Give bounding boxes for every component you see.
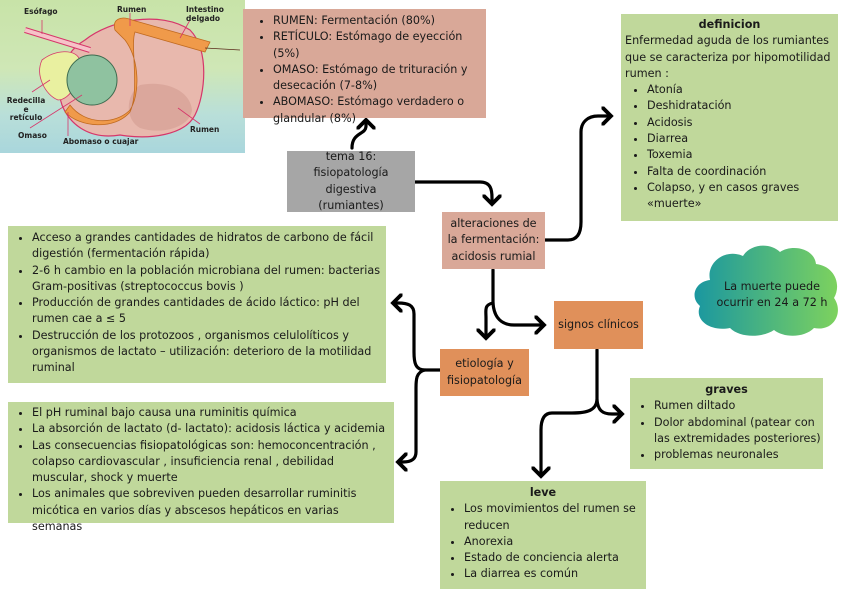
consequence-item: Los animales que sobreviven pueden desar… — [32, 486, 390, 535]
topic-box[interactable]: tema 16: fisiopatología digestiva (rumia… — [287, 149, 415, 212]
label-redecilla: Redecilla e retículo — [6, 96, 46, 122]
definicion-item: Diarrea — [647, 131, 834, 147]
graves-item: problemas neuronales — [654, 447, 821, 463]
definicion-item: Acidosis — [647, 115, 834, 131]
cause-item: Destrucción de los protozoos , organismo… — [32, 328, 382, 377]
leve-title: leve — [529, 486, 557, 499]
graves-box: graves Rumen diltado Dolor abdominal (pa… — [630, 378, 823, 469]
death-cloud: La muerte puede ocurrir en 24 a 72 h — [688, 240, 846, 336]
signos-label: signos clínicos — [558, 317, 639, 331]
stomach-part-item: ABOMASO: Estómago verdadero o glandular … — [273, 94, 478, 127]
label-abomaso: Abomaso o cuajar — [63, 137, 139, 146]
stomach-part-item: RUMEN: Fermentación (80%) — [273, 13, 478, 29]
definicion-item: Toxemia — [647, 147, 834, 163]
consequence-item: El pH ruminal bajo causa una ruminitis q… — [32, 405, 390, 421]
leve-item: Los movimientos del rumen se reducen — [464, 501, 642, 534]
stomach-part-item: OMASO: Estómago de trituración y desecac… — [273, 62, 478, 95]
definicion-title: definicion — [698, 18, 761, 31]
cloud-shape — [694, 245, 838, 336]
arrow-etiologia-to-causes — [393, 303, 442, 372]
definicion-box: definicion Enfermedad aguda de los rumia… — [621, 14, 838, 221]
etiologia-causes-box: Acceso a grandes cantidades de hidratos … — [8, 226, 386, 383]
definicion-item: Falta de coordinación — [647, 164, 834, 180]
arrow-to-leve — [541, 398, 599, 476]
arrow-topic-to-alteraciones — [412, 180, 492, 204]
alteraciones-box[interactable]: alteraciones de la fermentación: acidosi… — [442, 212, 545, 269]
label-rumen-bottom: Rumen — [190, 125, 220, 134]
arrow-to-graves — [595, 398, 622, 414]
etiologia-label: etiología y fisiopatología — [446, 357, 523, 387]
topic-label: tema 16: fisiopatología digestiva (rumia… — [313, 149, 389, 212]
definicion-item: Deshidratación — [647, 98, 834, 114]
signos-box[interactable]: signos clínicos — [554, 301, 643, 349]
stomach-illustration: Esófago Rumen Intestino delgado Redecill… — [0, 0, 245, 153]
definicion-text: Enfermedad aguda de los rumiantes que se… — [625, 34, 831, 80]
alteraciones-label: alteraciones de la fermentación: acidosi… — [447, 217, 540, 263]
arrow-to-signos — [491, 301, 544, 325]
cause-item: 2-6 h cambio en la población microbiana … — [32, 263, 382, 296]
arrow-alteraciones-to-definicion — [543, 116, 611, 242]
stomach-parts-box: RUMEN: Fermentación (80%) RETÍCULO: Estó… — [243, 9, 486, 125]
definicion-item: Atonía — [647, 82, 834, 98]
cause-item: Producción de grandes cantidades de ácid… — [32, 295, 382, 328]
consequence-item: Las consecuencias fisiopatológicas son: … — [32, 438, 390, 487]
consequences-box: El pH ruminal bajo causa una ruminitis q… — [8, 402, 394, 533]
label-rumen-top: Rumen — [117, 5, 147, 14]
label-intestino: Intestino delgado — [186, 5, 224, 23]
consequence-item: La absorción de lactato (d- lactato): ac… — [32, 421, 390, 437]
stomach-part-item: RETÍCULO: Estómago de eyección (5%) — [273, 29, 478, 62]
cause-item: Acceso a grandes cantidades de hidratos … — [32, 230, 382, 263]
cloud-text: La muerte puede ocurrir en 24 a 72 h — [716, 280, 828, 309]
graves-item: Rumen diltado — [654, 398, 821, 414]
label-omaso: Omaso — [18, 131, 47, 140]
graves-item: Dolor abdominal (patear con las extremid… — [654, 415, 821, 448]
leve-box: leve Los movimientos del rumen se reduce… — [440, 481, 646, 589]
etiologia-box[interactable]: etiología y fisiopatología — [440, 349, 529, 396]
leve-item: Estado de conciencia alerta — [464, 550, 642, 566]
graves-title: graves — [705, 383, 748, 396]
definicion-item: Colapso, y en casos graves «muerte» — [647, 180, 834, 213]
leve-item: La diarrea es común — [464, 566, 642, 582]
arrow-etiologia-to-consequences — [398, 368, 427, 462]
arrow-to-etiologia — [486, 301, 493, 338]
leve-item: Anorexia — [464, 534, 642, 550]
stomach-drawing — [24, 13, 241, 138]
label-esofago: Esófago — [24, 7, 58, 16]
